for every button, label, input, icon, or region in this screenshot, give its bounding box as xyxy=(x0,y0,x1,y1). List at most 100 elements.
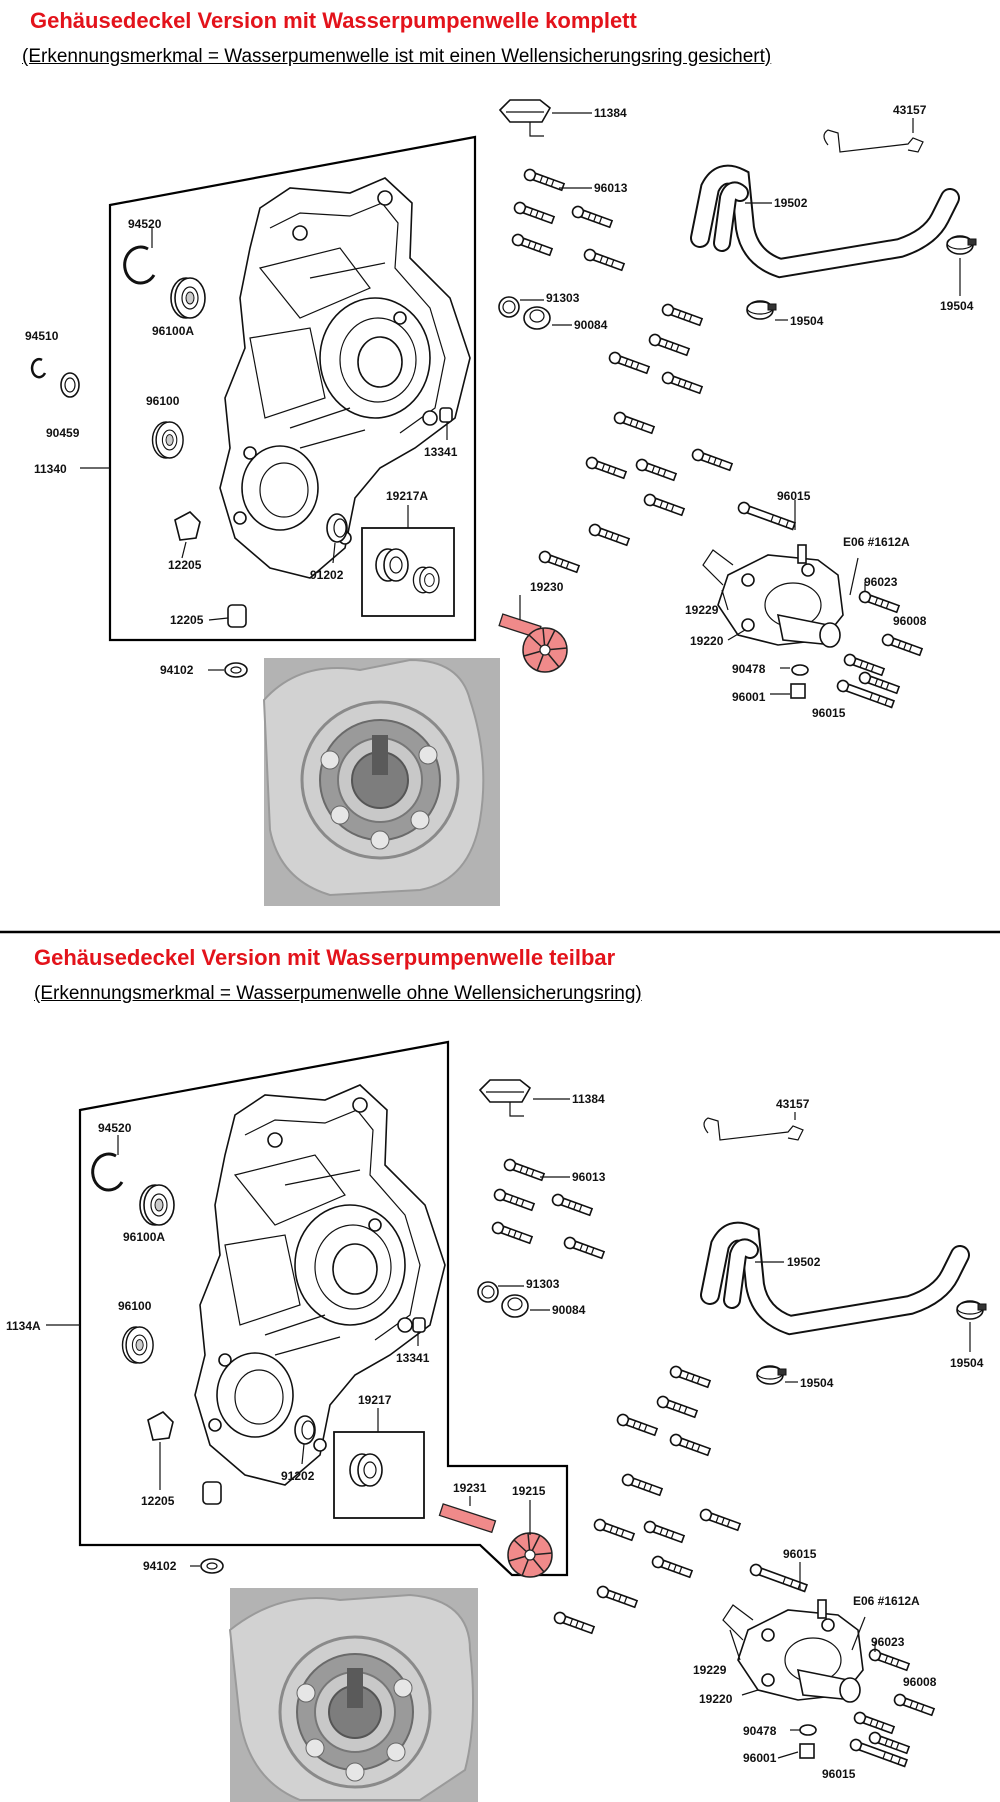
washer-94102 xyxy=(224,662,248,678)
label-12205b: 12205 xyxy=(170,613,204,627)
bracket-11384 xyxy=(499,99,551,137)
section2-diagram: 11384 96013 43157 19502 19504 19504 9130… xyxy=(6,1040,987,1802)
label-19229-2: 19229 xyxy=(693,1663,727,1677)
label-96015b: 96015 xyxy=(812,706,846,720)
seal-19217A xyxy=(375,548,409,582)
wire-43157 xyxy=(823,129,924,153)
plug-12205-2 xyxy=(202,1481,222,1505)
pin-13341 xyxy=(439,407,453,423)
label-94102: 94102 xyxy=(160,663,194,677)
label-96023-2: 96023 xyxy=(871,1635,905,1649)
shaft-photo-split xyxy=(228,1588,478,1802)
bearing-96100A xyxy=(170,277,206,319)
label-E06a: E06 #1612A xyxy=(843,535,910,549)
bracket-11384-2 xyxy=(479,1079,531,1117)
label-13341-2: 13341 xyxy=(396,1351,430,1365)
label-19220-2: 19220 xyxy=(699,1692,733,1706)
plug-90084 xyxy=(523,306,551,330)
washer-90478-2 xyxy=(799,1724,817,1736)
oring-91303-2 xyxy=(477,1281,499,1303)
label-19231: 19231 xyxy=(453,1481,487,1495)
bolt-96023b-2 xyxy=(852,1710,896,1736)
label-96001-2: 96001 xyxy=(743,1751,777,1765)
generator-cover xyxy=(219,177,471,579)
label-12205-2: 12205 xyxy=(141,1494,175,1508)
label-19504b-2: 19504 xyxy=(800,1376,834,1390)
bolt-96008-2 xyxy=(892,1692,936,1718)
plug-90084-2 xyxy=(501,1294,529,1318)
label-94510: 94510 xyxy=(25,329,59,343)
impeller-19230 xyxy=(522,627,568,673)
bolt-96023a-2 xyxy=(867,1647,911,1673)
label-96100A: 96100A xyxy=(152,324,194,338)
washer-90478 xyxy=(791,664,809,676)
label-19504a-2: 19504 xyxy=(950,1356,984,1370)
label-19502-2: 19502 xyxy=(787,1255,821,1269)
label-96100A-2: 96100A xyxy=(123,1230,165,1244)
circlip-94520 xyxy=(123,245,156,285)
plug-12205b xyxy=(227,604,247,628)
label-96013: 96013 xyxy=(594,181,628,195)
label-91303: 91303 xyxy=(546,291,580,305)
label-43157: 43157 xyxy=(893,103,927,117)
circlip-94510 xyxy=(30,357,47,379)
dowel-12205a xyxy=(174,511,201,541)
label-13341: 13341 xyxy=(424,445,458,459)
washer-94102-2 xyxy=(200,1558,224,1574)
label-90478: 90478 xyxy=(732,662,766,676)
clamp-19504b-2 xyxy=(756,1365,787,1385)
section1-subtitle: (Erkennungsmerkmal = Wasserpumenwelle is… xyxy=(22,46,772,67)
label-94520: 94520 xyxy=(128,217,162,231)
bearing-96100 xyxy=(151,421,184,459)
bolts-96015-group-2 xyxy=(552,1364,809,1636)
shaft-photo-complete xyxy=(262,658,500,906)
bolt-96008 xyxy=(880,632,924,658)
label-19229: 19229 xyxy=(685,603,719,617)
seal-19217 xyxy=(349,1453,383,1487)
label-96023: 96023 xyxy=(864,575,898,589)
hose-19502 xyxy=(700,175,950,268)
wire-43157-2 xyxy=(703,1117,804,1141)
label-19217A: 19217A xyxy=(386,489,428,503)
label-96008-2: 96008 xyxy=(903,1675,937,1689)
label-19215: 19215 xyxy=(512,1484,546,1498)
label-11384-2: 11384 xyxy=(572,1092,605,1106)
shaft-19231 xyxy=(438,1503,497,1534)
seal-91202-2 xyxy=(294,1415,316,1445)
label-91202-2: 91202 xyxy=(281,1469,315,1483)
label-96100: 96100 xyxy=(146,394,180,408)
label-96100-2: 96100 xyxy=(118,1299,152,1313)
clamp-19504a-2 xyxy=(956,1300,987,1320)
bolt-96023a xyxy=(857,589,901,615)
dowel-12205-2 xyxy=(147,1411,174,1441)
cover-kit-frame-2 xyxy=(78,1040,569,1577)
label-43157-2: 43157 xyxy=(776,1097,810,1111)
label-E06-2: E06 #1612A xyxy=(853,1594,920,1608)
label-90459: 90459 xyxy=(46,426,80,440)
cover-kit-frame xyxy=(108,135,477,642)
bearing-96100-2 xyxy=(121,1326,154,1364)
label-96015a-2: 96015 xyxy=(783,1547,817,1561)
bolts-96015-group xyxy=(537,302,797,575)
washer-90459 xyxy=(60,372,80,398)
label-96015b-2: 96015 xyxy=(822,1767,856,1781)
label-19502: 19502 xyxy=(774,196,808,210)
label-90478-2: 90478 xyxy=(743,1724,777,1738)
pump-cover-19220-2 xyxy=(722,1599,864,1703)
label-1134A: 1134A xyxy=(6,1319,41,1333)
section2-subtitle: (Erkennungsmerkmal = Wasserpumenwelle oh… xyxy=(34,983,642,1004)
impeller-19215 xyxy=(507,1532,553,1578)
label-91202: 91202 xyxy=(310,568,344,582)
label-11384: 11384 xyxy=(594,106,627,120)
section1-diagram: 11384 96013 43157 19502 19504 19504 9130… xyxy=(25,99,977,906)
label-12205a: 12205 xyxy=(168,558,202,572)
bolt-96001-2 xyxy=(799,1743,815,1759)
label-19220: 19220 xyxy=(690,634,724,648)
kit-19217A-box xyxy=(361,527,455,617)
section1-title: Gehäusedeckel Version mit Wasserpumpenwe… xyxy=(30,8,637,33)
label-90084-2: 90084 xyxy=(552,1303,586,1317)
label-94102-2: 94102 xyxy=(143,1559,177,1573)
label-19230: 19230 xyxy=(530,580,564,594)
label-96013-2: 96013 xyxy=(572,1170,606,1184)
